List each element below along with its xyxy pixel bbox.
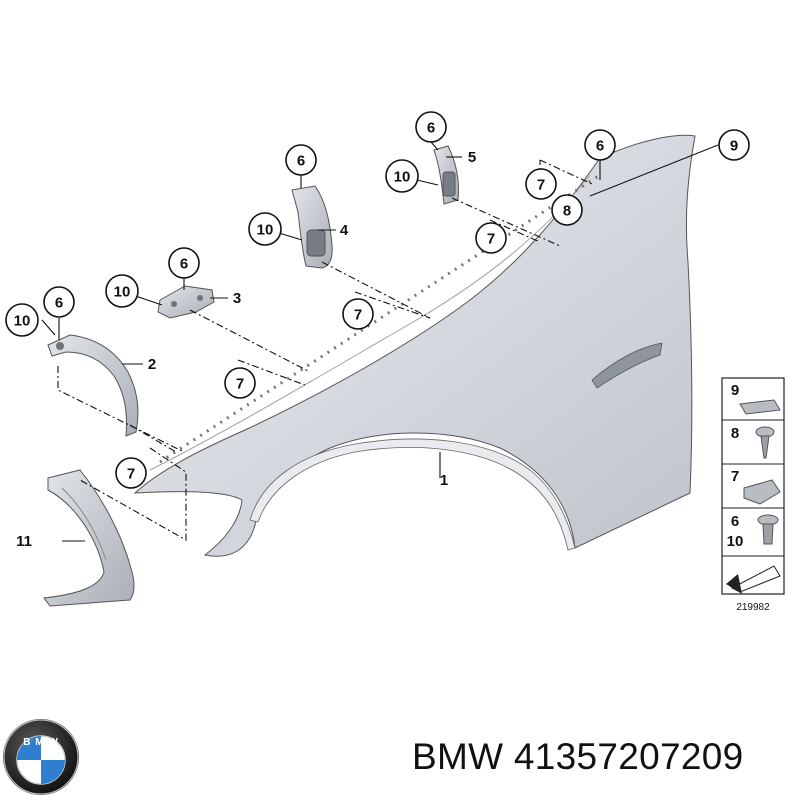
callout-7-middle: 7: [342, 298, 374, 330]
callout-6-bracket3: 6: [168, 247, 200, 279]
callout-label: 6: [180, 256, 188, 273]
callout-label: 6: [427, 120, 435, 137]
callout-8: 8: [551, 194, 583, 226]
callout-label: 6: [596, 138, 604, 155]
label-part-5: 5: [468, 149, 476, 166]
legend-item-8: 8: [731, 425, 775, 459]
screw-icon: [755, 426, 775, 459]
bracket-5: [433, 145, 459, 205]
clip-nut-icon: [743, 479, 781, 505]
callout-label: 6: [55, 295, 63, 312]
label-part-1: 1: [440, 472, 448, 489]
callout-6-bracket5: 6: [415, 111, 447, 143]
callout-label: 7: [236, 376, 244, 393]
leader-lines: [57, 159, 593, 541]
callout-6-bracket4: 6: [285, 144, 317, 176]
callout-6-top: 6: [584, 129, 616, 161]
callout-7-upper: 7: [475, 222, 507, 254]
bracket-3: [157, 285, 215, 319]
legend-label: 7: [731, 468, 739, 485]
callout-10-bracket3: 10: [105, 274, 139, 308]
callout-7-top: 7: [525, 168, 557, 200]
fender-panel: [133, 134, 696, 557]
legend-label: 6: [731, 513, 739, 530]
callout-label: 7: [537, 177, 545, 194]
bolt-washer-icon: [757, 514, 779, 545]
callout-9: 9: [718, 129, 750, 161]
bmw-logo-icon: B M W: [3, 719, 79, 795]
callout-label: 7: [354, 307, 362, 324]
bracket-11: [43, 469, 135, 607]
direction-arrow-icon: [726, 565, 781, 594]
callout-10-bracket4: 10: [248, 212, 282, 246]
callout-label: 10: [114, 284, 131, 301]
part-number-caption: BMW 41357207209: [412, 736, 744, 777]
legend-label: 8: [731, 425, 739, 442]
callout-7-lower: 7: [224, 367, 256, 399]
logo-text: B M W: [23, 737, 59, 748]
bracket-4: [291, 185, 333, 269]
diagram-number: 219982: [736, 602, 770, 613]
speed-nut-icon: [739, 399, 781, 415]
label-part-3: 3: [233, 290, 241, 307]
legend-label: 10: [727, 533, 744, 550]
bracket-2: [47, 334, 139, 437]
callout-10-left: 10: [5, 303, 39, 337]
callout-label: 10: [14, 313, 31, 330]
callout-label: 8: [563, 203, 571, 220]
label-part-2: 2: [148, 356, 156, 373]
callout-label: 6: [297, 153, 305, 170]
callout-label: 7: [127, 466, 135, 483]
legend-item-7: 7: [731, 468, 781, 505]
label-part-11: 11: [16, 533, 32, 550]
callout-label: 7: [487, 231, 495, 248]
label-part-4: 4: [340, 222, 349, 239]
callout-6-left: 6: [43, 286, 75, 318]
fastener-legend: 9 8 7 6 10 219982: [721, 377, 785, 613]
callout-label: 10: [394, 169, 411, 186]
callout-10-bracket5: 10: [385, 159, 419, 193]
callout-label: 10: [257, 222, 274, 239]
callout-7-bottom: 7: [115, 457, 147, 489]
legend-item-9: 9: [731, 382, 781, 415]
legend-item-6-10: 6 10: [727, 513, 779, 550]
callout-label: 9: [730, 138, 738, 155]
legend-label: 9: [731, 382, 739, 399]
